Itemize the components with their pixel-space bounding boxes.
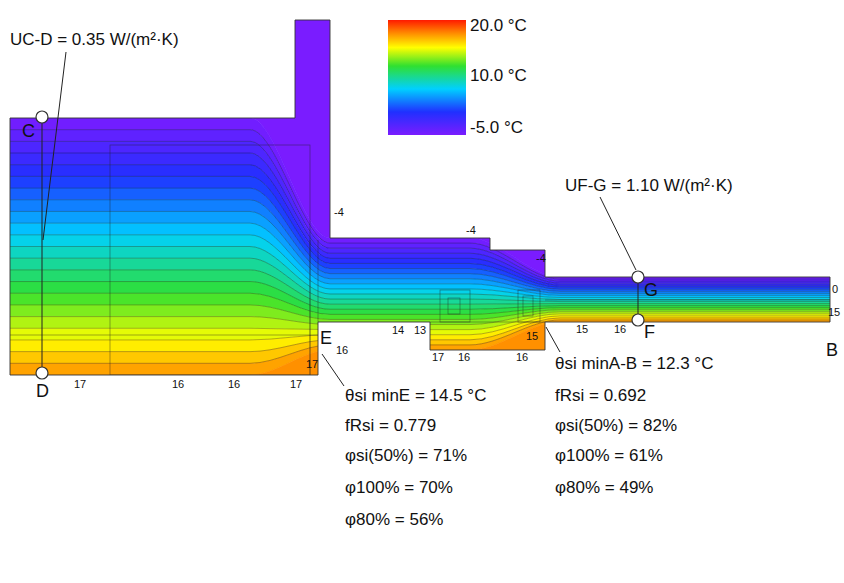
result-text: fRsi = 0.692 <box>555 386 646 406</box>
isotherm-value: 17 <box>290 378 302 391</box>
isotherm-value: 15 <box>576 323 588 336</box>
isotherm-value: 0 <box>832 283 838 296</box>
result-text: fRsi = 0.779 <box>345 416 436 436</box>
isotherm-value: 13 <box>414 324 426 337</box>
scale-label: -5.0 °C <box>470 118 523 138</box>
section-outline <box>10 20 830 375</box>
result-text: θsi minE = 14.5 °C <box>345 386 486 406</box>
construction-lines <box>10 145 830 375</box>
isotherm-value: 17 <box>306 358 318 371</box>
isotherm-value: 17 <box>74 378 86 391</box>
section-line <box>638 283 639 314</box>
leader-line <box>546 327 560 352</box>
leader-line <box>322 354 344 386</box>
temperature-band <box>0 318 844 363</box>
isotherm-value: 16 <box>336 344 348 357</box>
result-text: θsi minA-B = 12.3 °C <box>555 354 713 374</box>
isotherm-line <box>0 247 844 300</box>
result-text: φ100% = 61% <box>555 446 663 466</box>
leader-line <box>43 52 66 240</box>
result-text: φ80% = 49% <box>555 478 653 498</box>
result-text: φ100% = 70% <box>345 478 453 498</box>
point-letter: D <box>36 381 49 402</box>
point-marker <box>36 367 48 379</box>
point-letter: F <box>644 322 655 343</box>
isotherm-value: 14 <box>392 324 404 337</box>
result-text: φ80% = 56% <box>345 510 443 530</box>
isotherm-line <box>0 130 844 279</box>
color-scale-bar <box>388 20 466 135</box>
point-marker <box>36 111 48 123</box>
isotherm-line <box>0 200 844 292</box>
point-letter: B <box>826 340 838 361</box>
isotherm-value: 15 <box>526 330 538 343</box>
isotherm-line <box>0 293 844 314</box>
isotherm-line <box>0 176 844 287</box>
u-value: UC-D = 0.35 W/(m²·K) <box>10 30 179 50</box>
isotherm-line <box>0 305 844 320</box>
scale-label: 10.0 °C <box>470 66 527 86</box>
isotherm-value: 16 <box>458 351 470 364</box>
isotherm-line <box>0 316 844 340</box>
point-letter: G <box>644 280 658 301</box>
isotherm-line <box>0 188 844 289</box>
isotherm-line <box>0 235 844 298</box>
isotherm-value: 16 <box>614 323 626 336</box>
isotherm-line <box>0 318 844 352</box>
result-text: φsi(50%) = 82% <box>555 416 677 436</box>
leader-line <box>600 197 636 270</box>
section-line <box>42 123 43 367</box>
isotherm-value: -4 <box>334 206 344 219</box>
scale-label: 20.0 °C <box>470 16 527 36</box>
isotherm-value: -4 <box>466 224 476 237</box>
isotherm-line <box>0 223 844 295</box>
point-marker <box>632 271 644 283</box>
isotherm-line <box>0 320 844 363</box>
isotherm-value: 15 <box>828 306 840 319</box>
point-letter: E <box>320 328 332 349</box>
isotherm-value: 16 <box>172 378 184 391</box>
isotherm-line <box>0 211 844 293</box>
point-marker <box>632 314 644 326</box>
u-value: UF-G = 1.10 W/(m²·K) <box>565 176 733 196</box>
result-text: φsi(50%) = 71% <box>345 446 467 466</box>
isotherm-value: 17 <box>432 351 444 364</box>
isotherm-line <box>0 165 844 285</box>
isotherm-line <box>0 270 844 304</box>
point-letter: C <box>22 121 35 142</box>
isotherm-value: 16 <box>228 378 240 391</box>
temperature-band <box>0 322 844 583</box>
isotherm-value: -4 <box>536 252 546 265</box>
isotherm-line <box>0 258 844 301</box>
isotherm-value: 16 <box>516 351 528 364</box>
